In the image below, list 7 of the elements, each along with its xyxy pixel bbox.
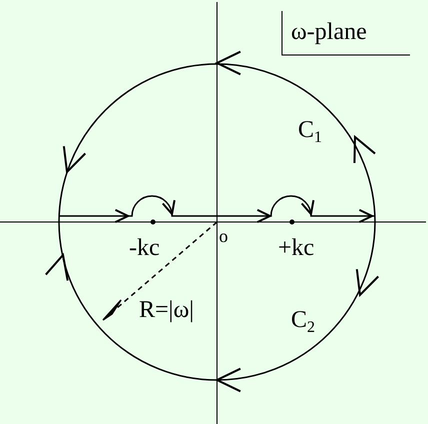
origin-label: o: [219, 227, 228, 245]
radius-label: R=|ω|: [139, 298, 194, 322]
contour-label: C$_{2}$: [291, 308, 316, 336]
contour-label: C$_{1}$: [298, 118, 322, 146]
pole-label: -kc: [129, 236, 160, 260]
pole-label: +kc: [278, 236, 314, 260]
plane-label: ω-plane: [291, 20, 367, 44]
